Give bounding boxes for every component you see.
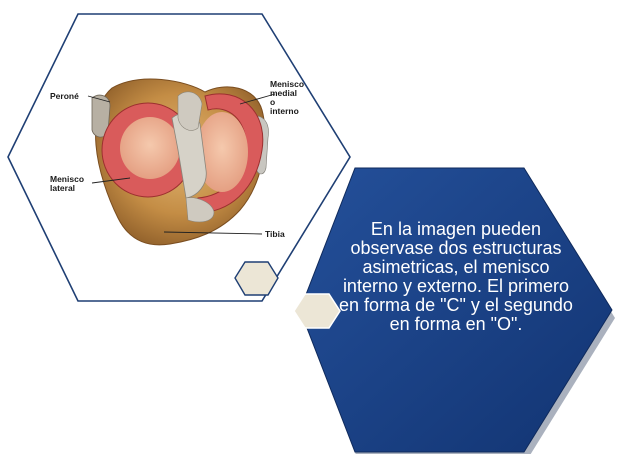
caption-small-hexagon (294, 294, 340, 328)
caption-text: En la imagen pueden observase dos estruc… (338, 220, 574, 334)
label-tibia: Tibia (265, 229, 285, 239)
lateral-cartilage (120, 117, 180, 179)
label-perone: Peroné (50, 91, 79, 101)
posterior-ligament (178, 92, 202, 131)
small-hexagon-decoration (235, 262, 278, 295)
